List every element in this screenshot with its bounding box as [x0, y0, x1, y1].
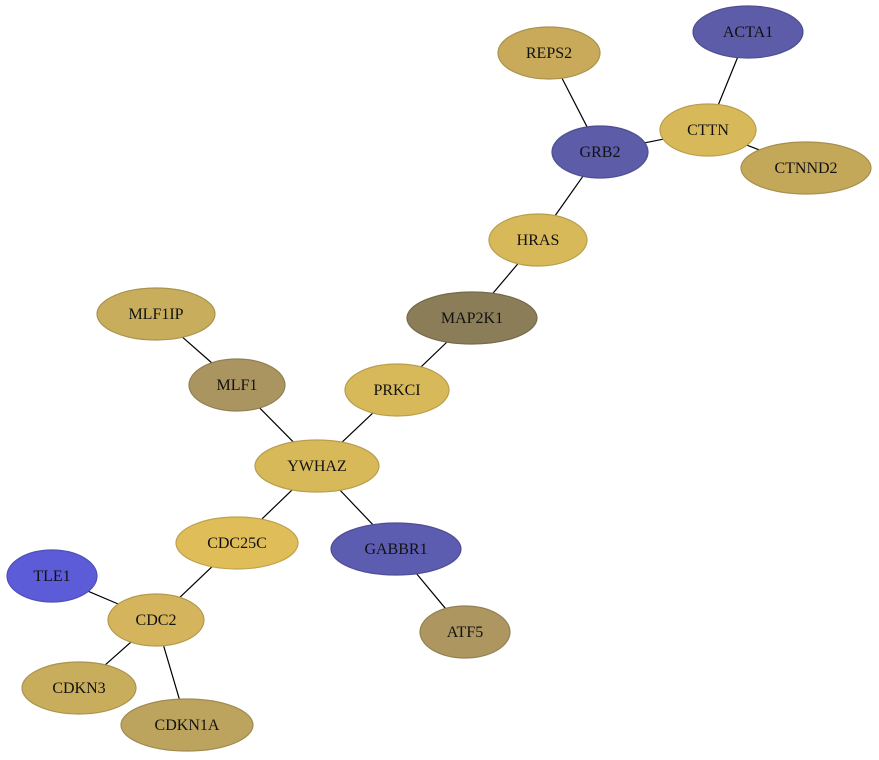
edge-cdc2-cdkn1a [163, 645, 180, 700]
node-map2k1[interactable]: MAP2K1 [406, 291, 538, 345]
node-label-acta1: ACTA1 [723, 24, 773, 41]
edge-gabbr1-atf5 [416, 573, 446, 609]
node-label-mlf1ip: MLF1IP [128, 306, 183, 323]
node-cttn[interactable]: CTTN [659, 103, 757, 157]
node-hras[interactable]: HRAS [488, 213, 588, 267]
node-reps2[interactable]: REPS2 [497, 26, 601, 80]
node-cdc2[interactable]: CDC2 [107, 593, 205, 647]
node-cdc25c[interactable]: CDC25C [175, 516, 299, 570]
edge-cttn-ctnnd2 [746, 144, 760, 151]
node-label-mlf1: MLF1 [217, 377, 258, 394]
node-grb2[interactable]: GRB2 [551, 125, 649, 179]
edge-mlf1-ywhaz [259, 407, 294, 443]
node-label-cdc25c: CDC25C [207, 535, 267, 552]
node-label-cdkn1a: CDKN1A [155, 717, 220, 734]
node-atf5[interactable]: ATF5 [419, 605, 511, 659]
node-label-ywhaz: YWHAZ [287, 458, 347, 475]
edge-acta1-cttn [717, 57, 739, 105]
edge-map2k1-prkci [420, 341, 448, 368]
node-cdkn3[interactable]: CDKN3 [21, 661, 137, 715]
node-label-reps2: REPS2 [526, 45, 572, 62]
node-tle1[interactable]: TLE1 [6, 549, 98, 603]
node-gabbr1[interactable]: GABBR1 [330, 522, 462, 576]
edge-layer [88, 57, 760, 700]
edge-ywhaz-gabbr1 [339, 489, 374, 526]
edge-prkci-ywhaz [341, 412, 374, 443]
node-cdkn1a[interactable]: CDKN1A [120, 698, 254, 752]
node-label-cttn: CTTN [687, 122, 729, 139]
edge-ywhaz-cdc25c [261, 489, 293, 520]
node-label-map2k1: MAP2K1 [441, 310, 503, 327]
node-label-prkci: PRKCI [373, 382, 420, 399]
edge-grb2-hras [554, 175, 584, 216]
edge-grb2-cttn [644, 138, 664, 144]
node-label-hras: HRAS [517, 232, 560, 249]
node-label-tle1: TLE1 [33, 568, 70, 585]
node-ywhaz[interactable]: YWHAZ [254, 439, 380, 493]
node-mlf1ip[interactable]: MLF1IP [96, 287, 216, 341]
edge-mlf1ip-mlf1 [182, 336, 213, 364]
node-acta1[interactable]: ACTA1 [692, 5, 804, 59]
node-ctnnd2[interactable]: CTNND2 [740, 141, 872, 195]
node-label-atf5: ATF5 [447, 624, 483, 641]
edge-cdc25c-cdc2 [179, 566, 213, 598]
node-layer: ACTA1 REPS2 CTTN GRB2 CTNND2 HRAS [6, 5, 872, 752]
node-label-gabbr1: GABBR1 [364, 541, 427, 558]
node-label-cdkn3: CDKN3 [52, 680, 105, 697]
node-prkci[interactable]: PRKCI [344, 363, 450, 417]
node-label-ctnnd2: CTNND2 [774, 160, 837, 177]
node-label-grb2: GRB2 [580, 144, 621, 161]
edge-tle1-cdc2 [88, 590, 119, 605]
node-label-cdc2: CDC2 [136, 612, 177, 629]
edge-hras-map2k1 [492, 263, 519, 294]
node-mlf1[interactable]: MLF1 [188, 358, 286, 412]
edge-reps2-grb2 [561, 77, 588, 128]
edge-cdc2-cdkn3 [104, 641, 132, 666]
